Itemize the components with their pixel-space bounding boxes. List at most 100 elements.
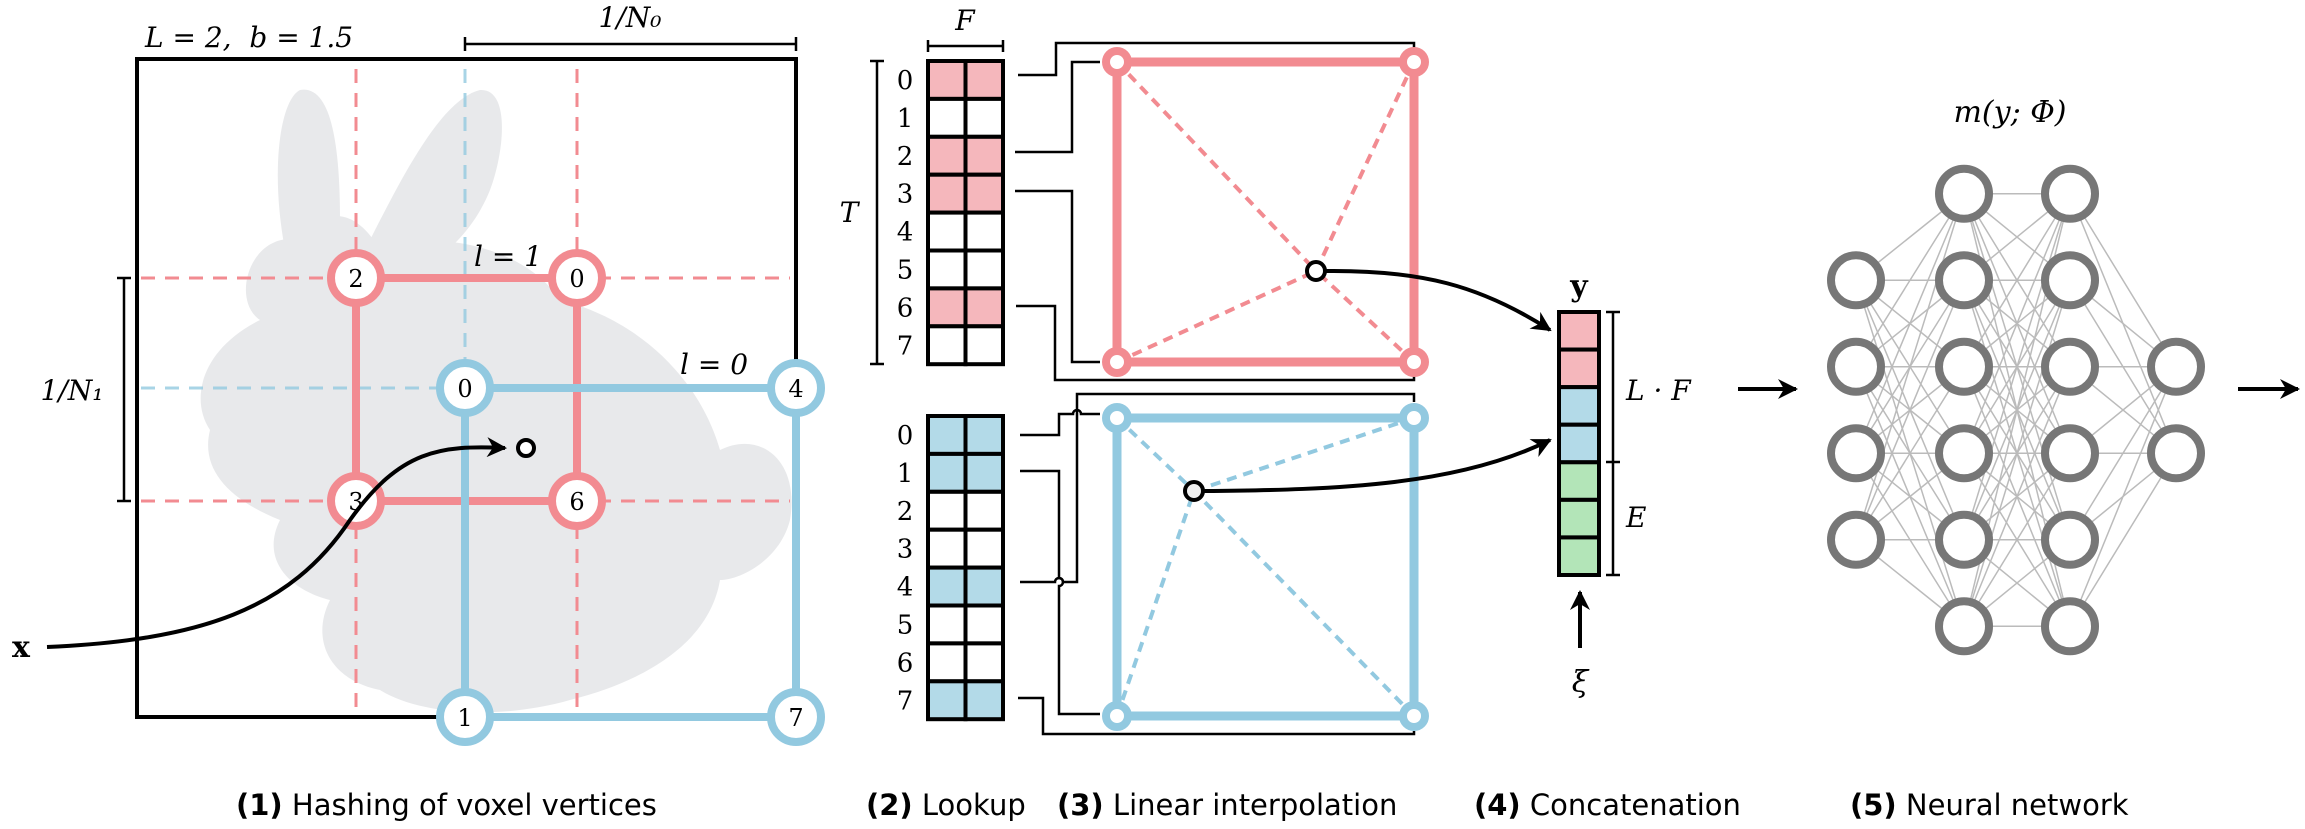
row-index-label: 6: [897, 293, 914, 323]
level0-interp-square-edges: [1112, 413, 1419, 721]
caption-text: Concatenation: [1521, 788, 1741, 822]
table-cell: [926, 414, 968, 456]
network-neuron-layer1: [1935, 424, 1993, 483]
network-neuron-layer0: [1827, 251, 1885, 310]
table-cell: [963, 96, 1005, 139]
network-edge: [2069, 366, 2177, 541]
domain-box: [135, 57, 798, 719]
caption-number: (3): [1057, 788, 1104, 822]
connector-row0: [1018, 41, 1416, 77]
level0-table-row: 5: [897, 603, 1005, 646]
caption-text: Neural network: [1897, 788, 2129, 822]
input-mapping-arrow: [46, 437, 507, 649]
vertex-circle: [436, 359, 494, 417]
network-edge: [1855, 193, 1965, 540]
table-cell: [963, 565, 1005, 608]
caption-number: (4): [1474, 788, 1521, 822]
vertex-hash-index: 0: [569, 265, 584, 293]
caption-number: (2): [866, 788, 913, 822]
F-label: F: [954, 4, 976, 37]
table-cell: [926, 489, 968, 532]
level1-vertex-bottom-left: 3: [327, 472, 385, 530]
table-cell: [963, 414, 1005, 456]
level0-table-row: 7: [897, 679, 1005, 722]
connector-row3: [1015, 189, 1100, 364]
vector-cell-extra: [1557, 535, 1601, 578]
network-neuron-layer2: [2041, 424, 2099, 483]
vertex-hash-index: 4: [788, 375, 803, 403]
row-index-label: 4: [897, 573, 914, 603]
network-edge: [1963, 452, 2071, 627]
level1-to-vector-arrow: [1325, 268, 1552, 332]
level0-table-row: 3: [897, 527, 1005, 570]
network-neuron-layer2: [2041, 164, 2099, 223]
table-cell: [963, 489, 1005, 532]
level0-interp-weight-line: [1193, 416, 1415, 493]
vector-cell-level1: [1557, 310, 1601, 352]
vertex-hash-index: 7: [788, 704, 803, 732]
level1-label: l = 1: [474, 240, 542, 273]
xi-label: ξ: [1572, 665, 1590, 700]
vertex-circle: [767, 359, 825, 417]
caption-text: Lookup: [913, 788, 1026, 822]
network-edges: [1855, 193, 2177, 627]
level1-interp-weight-line: [1314, 269, 1416, 364]
row-index-label: 6: [897, 648, 914, 678]
row-index-label: 2: [897, 497, 914, 527]
table-cell: [963, 134, 1005, 177]
feature-vector: [1557, 310, 1601, 578]
level0-vertex-top-left: 0: [436, 359, 494, 417]
network-edge: [1963, 280, 2071, 627]
connector-row2: [1015, 60, 1100, 154]
level0-interp-corner: [1102, 701, 1132, 731]
vector-y-label: y: [1569, 269, 1589, 304]
panel-interpolation: [1102, 47, 1552, 731]
caption-number: (5): [1850, 788, 1897, 822]
network-neuron-layer1: [1935, 337, 1993, 396]
level0-interp-point: [1183, 480, 1205, 502]
network-neuron-layer3: [2147, 337, 2205, 396]
table-cell: [926, 565, 968, 608]
bunny-silhouette: [200, 89, 792, 713]
row-index-label: 7: [897, 331, 914, 361]
level1-interp-point: [1305, 260, 1327, 282]
level0-interp-weight-line: [1192, 489, 1416, 718]
network-edge: [1855, 279, 1965, 541]
level1-interp-corner: [1399, 347, 1429, 377]
network-neuron-layer2: [2041, 597, 2099, 656]
caption-text: Hashing of voxel vertices: [283, 788, 657, 822]
network-neuron-layer3: [2147, 424, 2205, 483]
LF-bracket: [1606, 310, 1620, 577]
level1-table-row: 0: [897, 59, 1005, 101]
connector-row6: [1016, 304, 1416, 382]
scale1-bracket: [117, 276, 131, 503]
network-edge: [1855, 366, 1965, 541]
level1-table-row: 7: [897, 324, 1005, 367]
table-cell: [963, 210, 1005, 253]
level0-lookup-connectors: [1018, 392, 1416, 736]
T-label: T: [840, 196, 861, 229]
level1-table-row: 3: [897, 172, 1005, 215]
connector-row0: [1020, 408, 1100, 437]
level0-table-row: 6: [897, 641, 1005, 684]
E-label: E: [1625, 501, 1646, 534]
row-index-label: 1: [897, 104, 914, 134]
table-cell: [926, 172, 968, 215]
table-cell: [963, 641, 1005, 684]
table-cell: [963, 248, 1005, 291]
vertex-circle: [767, 688, 825, 746]
T-bracket: [870, 59, 884, 366]
connector-row1: [1020, 469, 1100, 716]
level0-interp-corner: [1102, 403, 1132, 433]
network-neuron-layer1: [1935, 164, 1993, 223]
caption-hashing: (1) Hashing of voxel vertices: [236, 788, 657, 822]
network-edge: [2069, 452, 2177, 627]
network-edge: [1963, 193, 2071, 454]
network-neuron-layer2: [2041, 337, 2099, 396]
network-neuron-layer1: [1935, 510, 1993, 569]
vertex-hash-index: 1: [457, 704, 472, 732]
table-cell: [926, 679, 968, 722]
connector-row4: [1020, 392, 1416, 584]
